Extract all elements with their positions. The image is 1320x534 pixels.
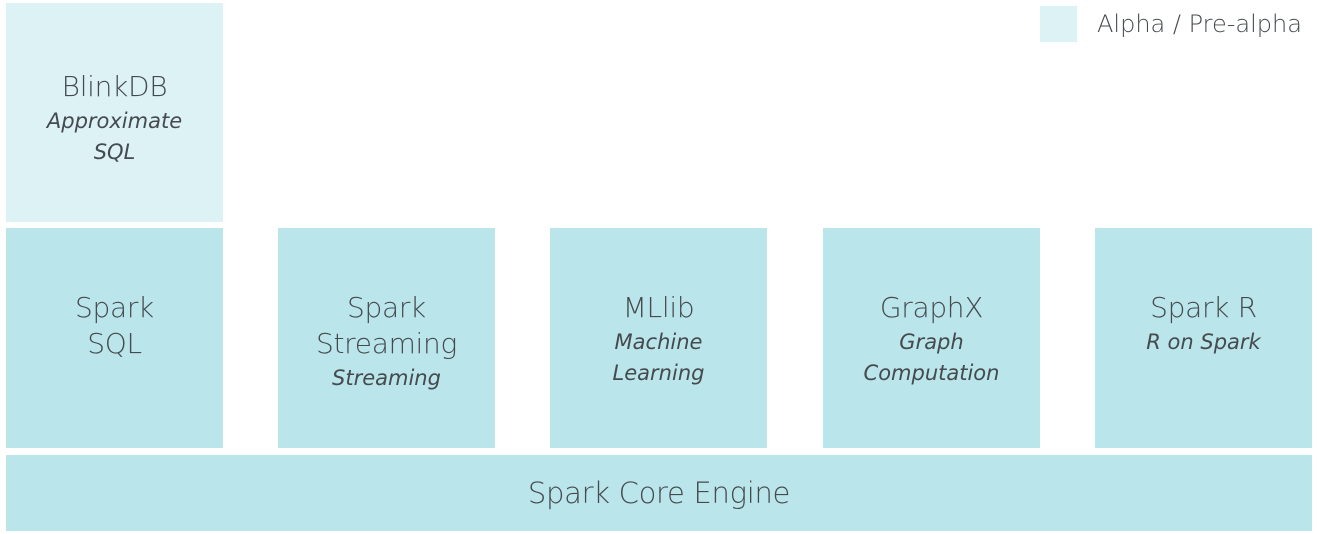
component-title: Spark Streaming: [316, 291, 457, 360]
core-title: Spark Core Engine: [527, 476, 791, 510]
component-subtitle: Streaming: [332, 366, 441, 390]
component-title: MLlib: [622, 291, 695, 324]
legend: Alpha / Pre-alpha: [1040, 6, 1302, 42]
component-spark-r: Spark R R on Spark: [1095, 228, 1312, 448]
component-title: GraphX: [879, 291, 984, 324]
component-title: Spark R: [1150, 291, 1257, 324]
component-subtitle: Machine Learning: [612, 330, 705, 385]
legend-label: Alpha / Pre-alpha: [1097, 10, 1302, 38]
component-blinkdb: BlinkDB Approximate SQL: [6, 3, 223, 222]
component-subtitle: Approximate SQL: [46, 109, 183, 164]
component-spark-core-engine: Spark Core Engine: [6, 455, 1312, 531]
legend-swatch-alpha: [1040, 6, 1077, 42]
component-title: BlinkDB: [61, 70, 168, 103]
component-mllib: MLlib Machine Learning: [550, 228, 767, 448]
component-spark-streaming: Spark Streaming Streaming: [278, 228, 495, 448]
component-subtitle: R on Spark: [1146, 330, 1261, 354]
component-graphx: GraphX Graph Computation: [823, 228, 1040, 448]
component-title: Spark SQL: [75, 291, 154, 360]
component-subtitle: Graph Computation: [863, 330, 1000, 385]
component-spark-sql: Spark SQL: [6, 228, 223, 448]
